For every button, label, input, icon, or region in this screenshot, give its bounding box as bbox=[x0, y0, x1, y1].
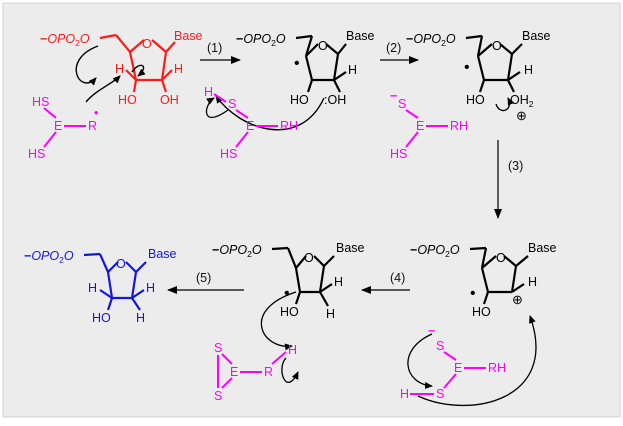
ho-label: HO bbox=[290, 93, 309, 107]
radical-dot: • bbox=[294, 55, 300, 72]
base-label: Base bbox=[528, 241, 557, 255]
rh-label: RH bbox=[280, 119, 298, 133]
curved-arrow bbox=[495, 97, 515, 112]
base-label: Base bbox=[174, 29, 203, 43]
thiol-cofactor-2: H S E RH HS bbox=[204, 85, 298, 161]
h-label: H bbox=[204, 85, 213, 99]
svg-text:−OPO2O: −OPO2O bbox=[406, 32, 456, 48]
ring-oxygen: O bbox=[304, 251, 314, 265]
curved-arrow bbox=[260, 291, 297, 351]
hs-label: HS bbox=[32, 95, 49, 109]
s-label: S bbox=[398, 97, 406, 111]
ho-label: HO bbox=[280, 305, 299, 319]
curved-arrow bbox=[75, 45, 99, 86]
ring-oxygen: O bbox=[496, 251, 506, 265]
ho-label: HO bbox=[118, 93, 137, 107]
rh-label: RH bbox=[450, 119, 468, 133]
h-label: H bbox=[348, 63, 357, 77]
h-label: H bbox=[174, 62, 183, 76]
ring-oxygen: O bbox=[142, 37, 152, 51]
curved-arrow bbox=[215, 95, 325, 131]
thiyl-cofactor-3: − S E RH HS bbox=[390, 89, 468, 161]
rh-label: RH bbox=[488, 361, 506, 375]
h-label: H bbox=[288, 343, 297, 357]
s-label: S bbox=[436, 339, 444, 353]
step-label-1: (1) bbox=[207, 41, 222, 55]
e-label: E bbox=[454, 361, 462, 375]
carbocation-intermediate: −OPO2O O Base H • HO ⊕ bbox=[410, 241, 557, 319]
e-label: E bbox=[54, 119, 62, 133]
h-label: H bbox=[400, 387, 409, 401]
hs-label: HS bbox=[390, 147, 407, 161]
radical-cofactor-1: HS E R • HS bbox=[28, 95, 98, 161]
s-label: S bbox=[214, 341, 222, 355]
s-label: S bbox=[228, 97, 236, 111]
radical-dot: • bbox=[464, 59, 470, 76]
hs-label: HS bbox=[28, 147, 45, 161]
s-label: S bbox=[214, 389, 222, 403]
e-label: E bbox=[246, 119, 254, 133]
base-label: Base bbox=[148, 247, 177, 261]
radical-dot: • bbox=[94, 106, 98, 120]
svg-text:−OPO2O: −OPO2O bbox=[212, 243, 262, 259]
step-label-2: (2) bbox=[386, 41, 401, 55]
phosphate-label: −OPO2O bbox=[40, 32, 90, 48]
svg-text:−: − bbox=[428, 324, 435, 338]
ring-oxygen: O bbox=[116, 257, 126, 271]
e-label: E bbox=[416, 119, 424, 133]
protonated-intermediate: −OPO2O O Base H • HO OH2 ⊕ bbox=[406, 29, 551, 123]
h-label: H bbox=[88, 281, 97, 295]
radical-dot: • bbox=[470, 285, 476, 302]
deoxy-radical-intermediate: −OPO2O O Base H • HO H bbox=[212, 241, 365, 321]
plus-charge: ⊕ bbox=[512, 292, 523, 307]
h-label: H bbox=[115, 62, 124, 76]
oh-label: OH bbox=[160, 93, 179, 107]
substrate-ribose-red: −OPO2O O Base H H HO OH bbox=[40, 29, 203, 107]
ring-oxygen: O bbox=[492, 39, 502, 53]
e-label: E bbox=[230, 365, 238, 379]
curved-arrow bbox=[281, 357, 299, 383]
curved-arrow bbox=[131, 64, 146, 77]
h-label: H bbox=[326, 307, 335, 321]
h-label: H bbox=[136, 311, 145, 325]
ho-label: HO bbox=[466, 93, 485, 107]
step-label-4: (4) bbox=[390, 271, 405, 285]
r-label: R bbox=[264, 365, 273, 379]
h-label: H bbox=[524, 63, 533, 77]
s-label: S bbox=[436, 387, 444, 401]
svg-text:−: − bbox=[390, 89, 397, 103]
step-label-5: (5) bbox=[196, 271, 211, 285]
disulfide-cofactor-5: S E R H S bbox=[214, 341, 297, 403]
plus-charge: ⊕ bbox=[516, 108, 527, 123]
ho-label: HO bbox=[92, 311, 111, 325]
oh-label: :OH bbox=[324, 93, 346, 107]
curved-arrow bbox=[407, 333, 433, 389]
svg-text:−OPO2O: −OPO2O bbox=[24, 249, 74, 265]
thiol-cofactor-4: − S E RH H S bbox=[400, 324, 506, 401]
h-label: H bbox=[334, 275, 343, 289]
r-label: R bbox=[88, 119, 97, 133]
radical-dot: • bbox=[284, 285, 290, 302]
hs-label: HS bbox=[220, 147, 237, 161]
ho-label: HO bbox=[472, 305, 491, 319]
svg-text:−OPO2O: −OPO2O bbox=[410, 243, 460, 259]
base-label: Base bbox=[336, 241, 365, 255]
curved-arrow bbox=[85, 75, 121, 103]
deoxyribose-product-blue: −OPO2O O Base H H HO H bbox=[24, 247, 177, 325]
ring-oxygen: O bbox=[318, 39, 328, 53]
h-label: H bbox=[146, 281, 155, 295]
h-label: H bbox=[528, 275, 537, 289]
svg-text:−OPO2O: −OPO2O bbox=[236, 32, 286, 48]
base-label: Base bbox=[346, 29, 375, 43]
base-label: Base bbox=[522, 29, 551, 43]
oh2-label: OH2 bbox=[510, 93, 534, 109]
radical-intermediate-1: −OPO2O O Base H • HO :OH bbox=[236, 29, 375, 107]
diagram-panel bbox=[2, 2, 621, 418]
curved-arrow bbox=[417, 315, 537, 407]
step-label-3: (3) bbox=[508, 159, 523, 173]
curved-arrow bbox=[205, 97, 229, 118]
